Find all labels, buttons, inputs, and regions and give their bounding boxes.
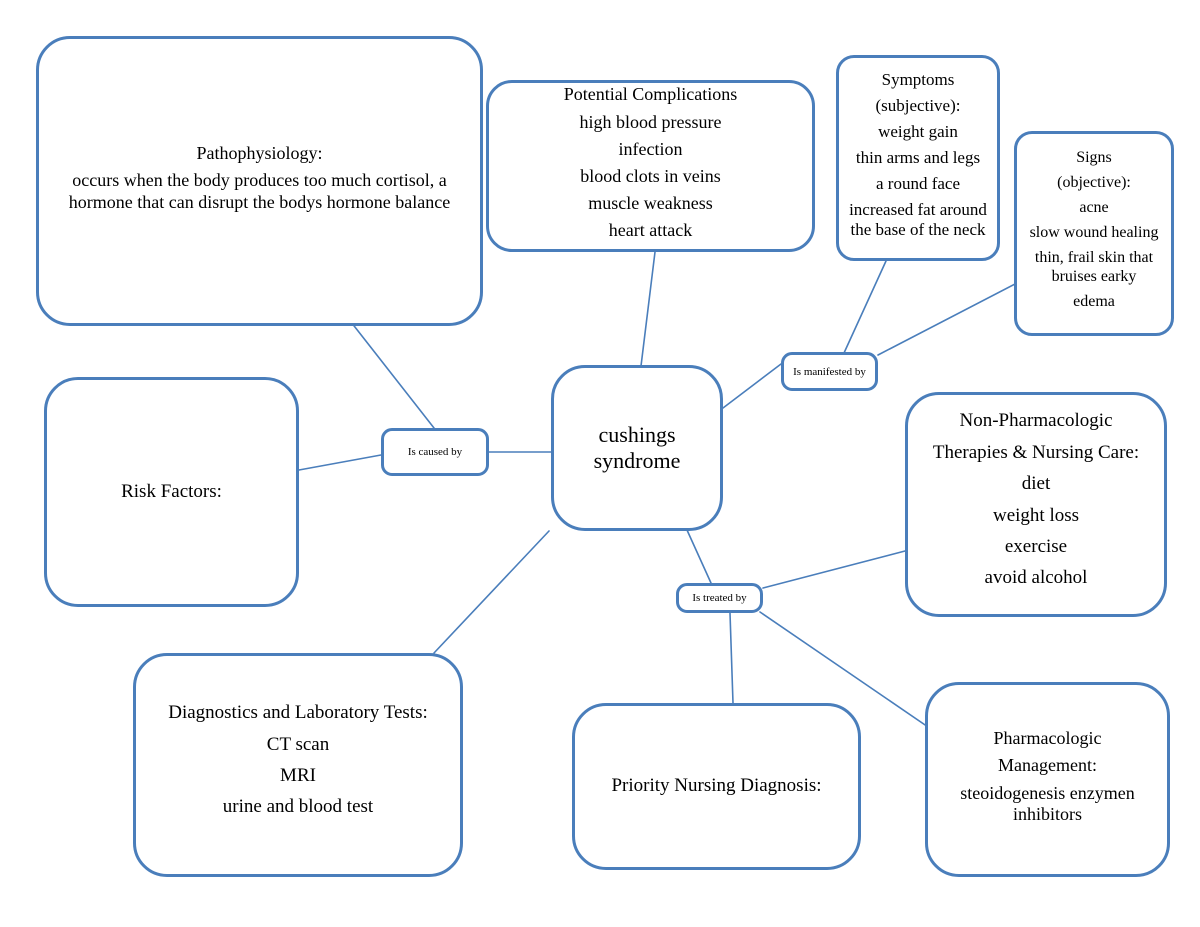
edge-risk-factors-to-caused-by	[298, 454, 382, 471]
complications-item: heart attack	[608, 220, 693, 241]
symptoms-heading: Symptoms	[881, 69, 955, 89]
link-label-text: Is treated by	[692, 592, 747, 604]
node-signs[interactable]: Signs (objective): acne slow wound heali…	[1014, 131, 1174, 336]
complications-item: infection	[618, 138, 683, 159]
edge-treated-by-to-non-pharmacologic	[762, 550, 906, 589]
link-label-is-caused-by[interactable]: Is caused by	[381, 428, 489, 476]
non-pharmacologic-item: exercise	[1004, 535, 1068, 557]
edge-pathophysiology-to-caused-by	[350, 321, 435, 429]
link-label-text: Is caused by	[407, 446, 463, 458]
node-potential-complications[interactable]: Potential Complications high blood press…	[486, 80, 815, 252]
pharmacologic-item: steoidogenesis enzymen inhibitors	[960, 782, 1135, 824]
edge-treated-by-to-nursing-diagnosis	[729, 612, 734, 704]
signs-item: thin, frail skin that bruises earky	[1034, 248, 1154, 285]
non-pharmacologic-heading: Non-Pharmacologic	[959, 410, 1113, 432]
center-label: cushings	[598, 422, 676, 448]
link-label-text: Is manifested by	[793, 365, 866, 378]
complications-item: blood clots in veins	[580, 166, 721, 186]
symptoms-heading: (subjective):	[875, 95, 961, 115]
signs-item: edema	[1073, 292, 1115, 310]
symptoms-item: increased fat around the base of the nec…	[849, 200, 987, 240]
non-pharmacologic-item: weight loss	[992, 504, 1080, 526]
complications-item: high blood pressure	[579, 111, 722, 132]
edge-symptoms-to-manifested-by	[843, 260, 887, 354]
node-risk-factors[interactable]: Risk Factors:	[44, 377, 299, 607]
symptoms-item: thin arms and legs	[855, 147, 981, 167]
pathophysiology-body: occurs when the body produces too much c…	[68, 170, 451, 212]
non-pharmacologic-item: diet	[1021, 473, 1051, 495]
node-pharmacologic-management[interactable]: Pharmacologic Management: steoidogenesis…	[925, 682, 1170, 877]
pharmacologic-heading: Pharmacologic	[993, 728, 1102, 749]
complications-item: muscle weakness	[588, 193, 713, 214]
edge-complications-to-center	[640, 251, 656, 367]
node-diagnostics-lab-tests[interactable]: Diagnostics and Laboratory Tests: CT sca…	[133, 653, 463, 877]
link-label-is-treated-by[interactable]: Is treated by	[676, 583, 763, 613]
node-priority-nursing-diagnosis[interactable]: Priority Nursing Diagnosis:	[572, 703, 861, 870]
diagnostics-item: urine and blood test	[222, 796, 374, 818]
pharmacologic-heading: Management:	[998, 755, 1097, 776]
symptoms-item: a round face	[875, 174, 960, 194]
non-pharmacologic-item: avoid alcohol	[984, 567, 1088, 589]
diagnostics-item: MRI	[280, 765, 316, 786]
center-label: syndrome	[593, 448, 681, 473]
node-center-cushings-syndrome[interactable]: cushings syndrome	[551, 365, 723, 531]
edge-center-to-manifested-by	[722, 363, 782, 409]
symptoms-item: weight gain	[878, 121, 958, 141]
node-pathophysiology[interactable]: Pathophysiology: occurs when the body pr…	[36, 36, 483, 326]
signs-heading: (objective):	[1057, 174, 1131, 192]
diagnostics-item: CT scan	[266, 733, 330, 755]
pathophysiology-heading: Pathophysiology:	[196, 143, 323, 164]
diagnostics-heading: Diagnostics and Laboratory Tests:	[168, 702, 428, 724]
node-symptoms[interactable]: Symptoms (subjective): weight gain thin …	[836, 55, 1000, 261]
signs-item: slow wound healing	[1029, 224, 1159, 242]
signs-heading: Signs	[1076, 149, 1112, 167]
signs-item: acne	[1079, 199, 1109, 217]
node-non-pharmacologic-therapies[interactable]: Non-Pharmacologic Therapies & Nursing Ca…	[905, 392, 1167, 617]
nursing-diagnosis-heading: Priority Nursing Diagnosis:	[611, 775, 822, 797]
edge-signs-to-manifested-by	[877, 282, 1018, 356]
non-pharmacologic-heading: Therapies & Nursing Care:	[932, 441, 1140, 463]
edge-center-to-treated-by	[686, 529, 712, 584]
risk-factors-heading: Risk Factors:	[121, 480, 222, 502]
complications-heading: Potential Complications	[563, 84, 738, 105]
link-label-is-manifested-by[interactable]: Is manifested by	[781, 352, 878, 391]
edge-center-to-diagnostics	[433, 530, 550, 654]
